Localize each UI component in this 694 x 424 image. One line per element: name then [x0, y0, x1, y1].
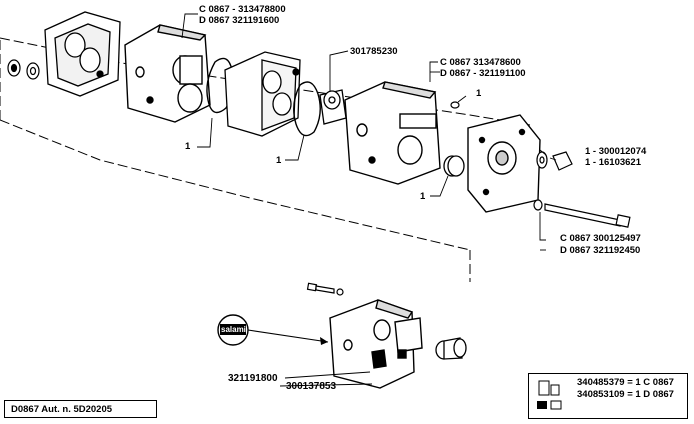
label-seal-mid-qty: 1	[276, 155, 282, 166]
assembled-pump	[329, 299, 423, 389]
seal-ring-right	[443, 155, 465, 177]
drive-gear-shaft	[319, 89, 347, 125]
label-nut: 1 - 16103621	[585, 157, 641, 168]
label-sub-assembly: 300137853	[286, 381, 337, 392]
label-bolt-c: C 0867 300125497	[560, 233, 641, 244]
label-body-left-c: C 0867 - 313478800	[199, 4, 286, 15]
salami-logo	[217, 314, 329, 346]
label-seal-left-qty: 1	[185, 141, 191, 152]
leader-lines	[181, 13, 557, 387]
legend-row-c: 340485379 = 1 C 0867	[577, 377, 674, 388]
pump-body-left	[124, 24, 211, 123]
label-assembly: 321191800	[228, 373, 278, 384]
label-washer: 1 - 300012074	[585, 146, 647, 157]
approval-box: D0867 Aut. n. 5D20205	[4, 400, 157, 418]
label-bolt-d: D 0867 321192450	[560, 245, 641, 256]
washer-and-nut	[536, 151, 573, 171]
legend-row-d: 340853109 = 1 D 0867	[577, 389, 674, 400]
long-bolt	[533, 199, 631, 228]
lower-gear-sleeve	[435, 337, 467, 360]
left-small-fittings	[7, 59, 40, 80]
seal-ring-middle	[293, 81, 321, 137]
lower-screw	[306, 282, 344, 296]
label-logo: salami	[221, 325, 246, 334]
label-body-left-d: D 0867 321191600	[199, 15, 280, 26]
front-flange	[467, 114, 541, 213]
seal-ring-left	[206, 57, 235, 114]
label-gear-shaft: 301785230	[350, 46, 398, 57]
rear-cover-plate	[44, 11, 121, 97]
kit-icon	[537, 380, 562, 410]
label-seal-right-qty: 1	[420, 191, 426, 202]
legend-box: 340485379 = 1 C 0867 340853109 = 1 D 086…	[528, 373, 688, 419]
label-pin-qty: 1	[476, 88, 482, 99]
label-body-right-c: C 0867 313478600	[440, 57, 521, 68]
middle-plate	[224, 51, 301, 137]
small-pin	[450, 101, 460, 109]
label-body-right-d: D 0867 - 321191100	[440, 68, 526, 79]
pump-body-right	[344, 81, 441, 185]
